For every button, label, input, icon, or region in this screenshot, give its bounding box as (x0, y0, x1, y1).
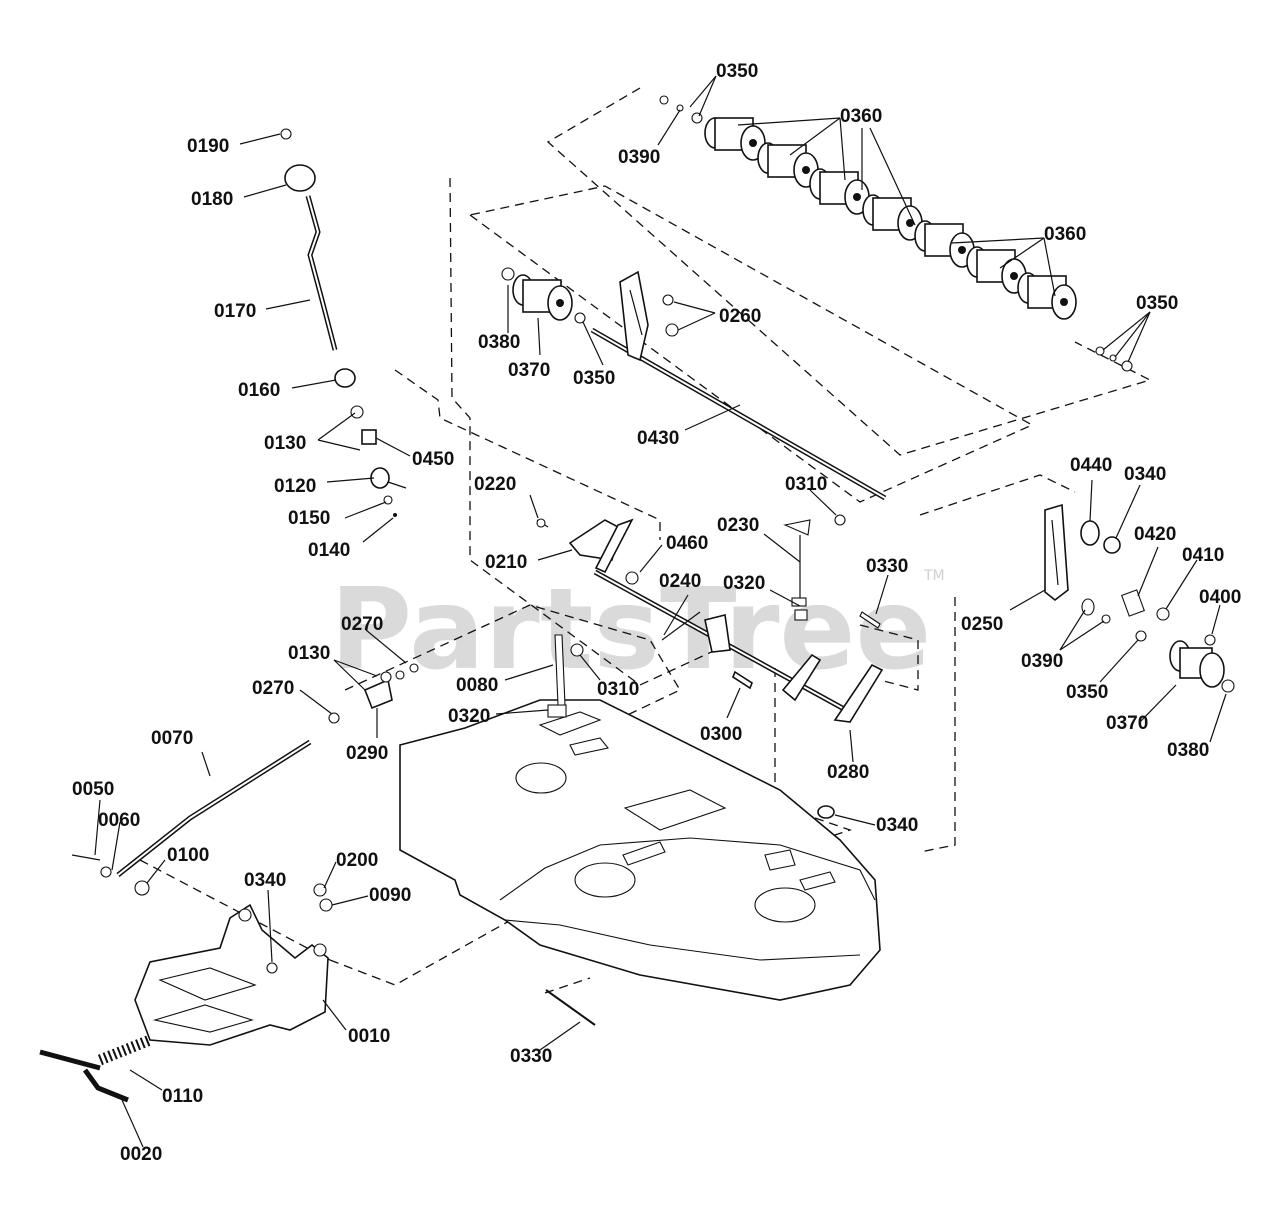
callout-0410: 0410 (1182, 545, 1224, 566)
arm-0280 (833, 663, 884, 723)
callout-0070: 0070 (151, 728, 193, 749)
roller-3 (809, 168, 870, 215)
callout-0200: 0200 (336, 850, 378, 871)
callout-0130: 0130 (264, 433, 306, 454)
callout-0220: 0220 (474, 474, 516, 495)
callout-0140: 0140 (308, 540, 350, 561)
callout-0180: 0180 (191, 189, 233, 210)
roller-2 (757, 142, 819, 188)
roller-5 (914, 220, 975, 268)
callout-0400: 0400 (1199, 587, 1241, 608)
callout-0370: 0370 (1106, 713, 1148, 734)
callout-0320: 0320 (448, 706, 490, 727)
callout-0260: 0260 (719, 306, 761, 327)
callout-0440: 0440 (1070, 455, 1112, 476)
lift-shaft-assembly (536, 514, 884, 723)
callout-0330: 0330 (510, 1046, 552, 1067)
watermark-trademark: TM (923, 568, 945, 584)
roller-6 (966, 246, 1027, 294)
callout-0130: 0130 (288, 643, 330, 664)
front-bracket-0010 (134, 903, 329, 1046)
callout-0420: 0420 (1134, 524, 1176, 545)
callout-0340: 0340 (1124, 464, 1166, 485)
callout-0230: 0230 (717, 515, 759, 536)
callout-0290: 0290 (346, 743, 388, 764)
callout-0320: 0320 (723, 573, 765, 594)
mower-deck (399, 634, 881, 1026)
washer-0350 (574, 312, 586, 324)
callout-0090: 0090 (369, 885, 411, 906)
callout-0330: 0330 (866, 556, 908, 577)
callout-0300: 0300 (700, 724, 742, 745)
callout-0390: 0390 (1021, 651, 1063, 672)
callout-0380: 0380 (1167, 740, 1209, 761)
callout-0060: 0060 (98, 810, 140, 831)
callout-0360: 0360 (1044, 224, 1086, 245)
watermark-text: PartsTree (330, 565, 931, 695)
top-washers (659, 95, 1133, 372)
leader-lines (94, 75, 1227, 1148)
callout-0050: 0050 (72, 779, 114, 800)
arm-0240 (704, 614, 731, 653)
callout-0350: 0350 (1136, 293, 1178, 314)
callout-0360: 0360 (840, 106, 882, 127)
pivot-0290 (363, 678, 393, 710)
callout-0020: 0020 (120, 1144, 162, 1165)
callout-0160: 0160 (238, 380, 280, 401)
callout-0010: 0010 (348, 1026, 390, 1047)
top-roller-set (659, 95, 1133, 372)
right-roller-assembly (1044, 503, 1235, 693)
callout-0150: 0150 (288, 508, 330, 529)
callout-0270: 0270 (252, 678, 294, 699)
callout-0280: 0280 (827, 762, 869, 783)
callout-0340: 0340 (876, 815, 918, 836)
callout-0310: 0310 (785, 474, 827, 495)
callout-0370: 0370 (508, 360, 550, 381)
callout-0110: 0110 (162, 1086, 203, 1107)
callout-0350: 0350 (716, 61, 758, 82)
callout-0460: 0460 (666, 533, 708, 554)
callout-0450: 0450 (412, 449, 454, 470)
callout-0310: 0310 (597, 679, 639, 700)
bracket-plate (619, 270, 649, 362)
roller-0370-left (512, 274, 573, 321)
callout-labels: 0350 0360 0390 0190 0180 0360 0350 0170 … (72, 61, 1241, 1165)
callout-0350: 0350 (1066, 682, 1108, 703)
spring-and-pin (39, 1034, 153, 1103)
link-rod-assembly (71, 663, 419, 912)
callout-0340: 0340 (244, 870, 286, 891)
bracket-0250 (1044, 503, 1069, 602)
callout-0120: 0120 (274, 476, 316, 497)
callout-0380: 0380 (478, 332, 520, 353)
callout-0080: 0080 (456, 675, 498, 696)
callout-0240: 0240 (659, 571, 701, 592)
callout-0350: 0350 (573, 368, 615, 389)
washer-0380 (501, 267, 515, 281)
middle-roller-assembly (501, 267, 887, 501)
callout-0190: 0190 (187, 136, 229, 157)
callout-0270: 0270 (341, 614, 383, 635)
lift-lever (280, 128, 407, 517)
roller-4 (862, 194, 923, 241)
callout-0210: 0210 (485, 552, 527, 573)
roller-7 (1017, 272, 1077, 320)
callout-0390: 0390 (618, 147, 660, 168)
callout-0250: 0250 (961, 614, 1003, 635)
callout-0430: 0430 (637, 428, 679, 449)
callout-0100: 0100 (167, 845, 209, 866)
callout-0170: 0170 (214, 301, 256, 322)
roller-0370-right (1169, 640, 1225, 688)
